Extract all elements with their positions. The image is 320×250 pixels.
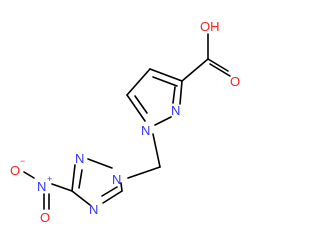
- bond-tn1-tn2: [87, 158, 113, 169]
- atom-nitro-o-minus-charge: −: [20, 156, 25, 166]
- atom-labels: OH O N N N N N N + O − O: [10, 19, 240, 225]
- bond-tn2-tc3-double: [78, 169, 83, 189]
- bond-nitro-n-ominus: [23, 171, 35, 179]
- bond-n1-ch2: [152, 133, 161, 168]
- bond-cooh-carbonyl: [207, 58, 229, 72]
- bond-n1-n2: [154, 116, 172, 126]
- atom-nitro-o-minus: O: [10, 163, 20, 178]
- bond-tn4-tc5-double: [101, 186, 118, 197]
- atom-pyrazole-n1: N: [141, 123, 150, 138]
- atom-carbonyl-o: O: [230, 74, 240, 89]
- bond-tn4-tc5: [102, 190, 123, 204]
- bond-cooh-carbonyl-double: [209, 63, 231, 77]
- atom-nitro-n: N: [37, 179, 46, 194]
- bond-n2-c3-double: [172, 86, 176, 104]
- bond-ch2-triazole-n1: [127, 166, 161, 179]
- bond-c3-cooh: [181, 58, 209, 82]
- bond-c3-c4-double: [152, 76, 178, 87]
- bond-tc3-nitro-n: [51, 183, 73, 192]
- bond-tc5-tn1: [120, 182, 123, 192]
- chemical-structure-diagram: OH O N N N N N N + O − O: [10, 19, 240, 225]
- bond-c5-n1-double: [134, 95, 148, 114]
- bonds: [23, 33, 231, 210]
- atom-nitro-o: O: [40, 210, 50, 225]
- atom-pyrazole-n2: N: [171, 103, 180, 118]
- atom-carboxyl-oh: OH: [200, 19, 220, 34]
- bond-c5-n1: [126, 94, 146, 122]
- bond-n2-c3: [179, 80, 183, 105]
- bond-tc3-tn4: [71, 190, 91, 206]
- bond-tn2-tc3: [71, 164, 76, 192]
- atom-triazole-n2: N: [75, 151, 84, 166]
- atom-nitro-n-charge: +: [47, 174, 52, 184]
- atom-triazole-n1: N: [112, 172, 121, 187]
- bond-c3-c4: [149, 68, 183, 82]
- atom-triazole-n4: N: [89, 202, 98, 217]
- bond-c4-c5: [126, 68, 151, 96]
